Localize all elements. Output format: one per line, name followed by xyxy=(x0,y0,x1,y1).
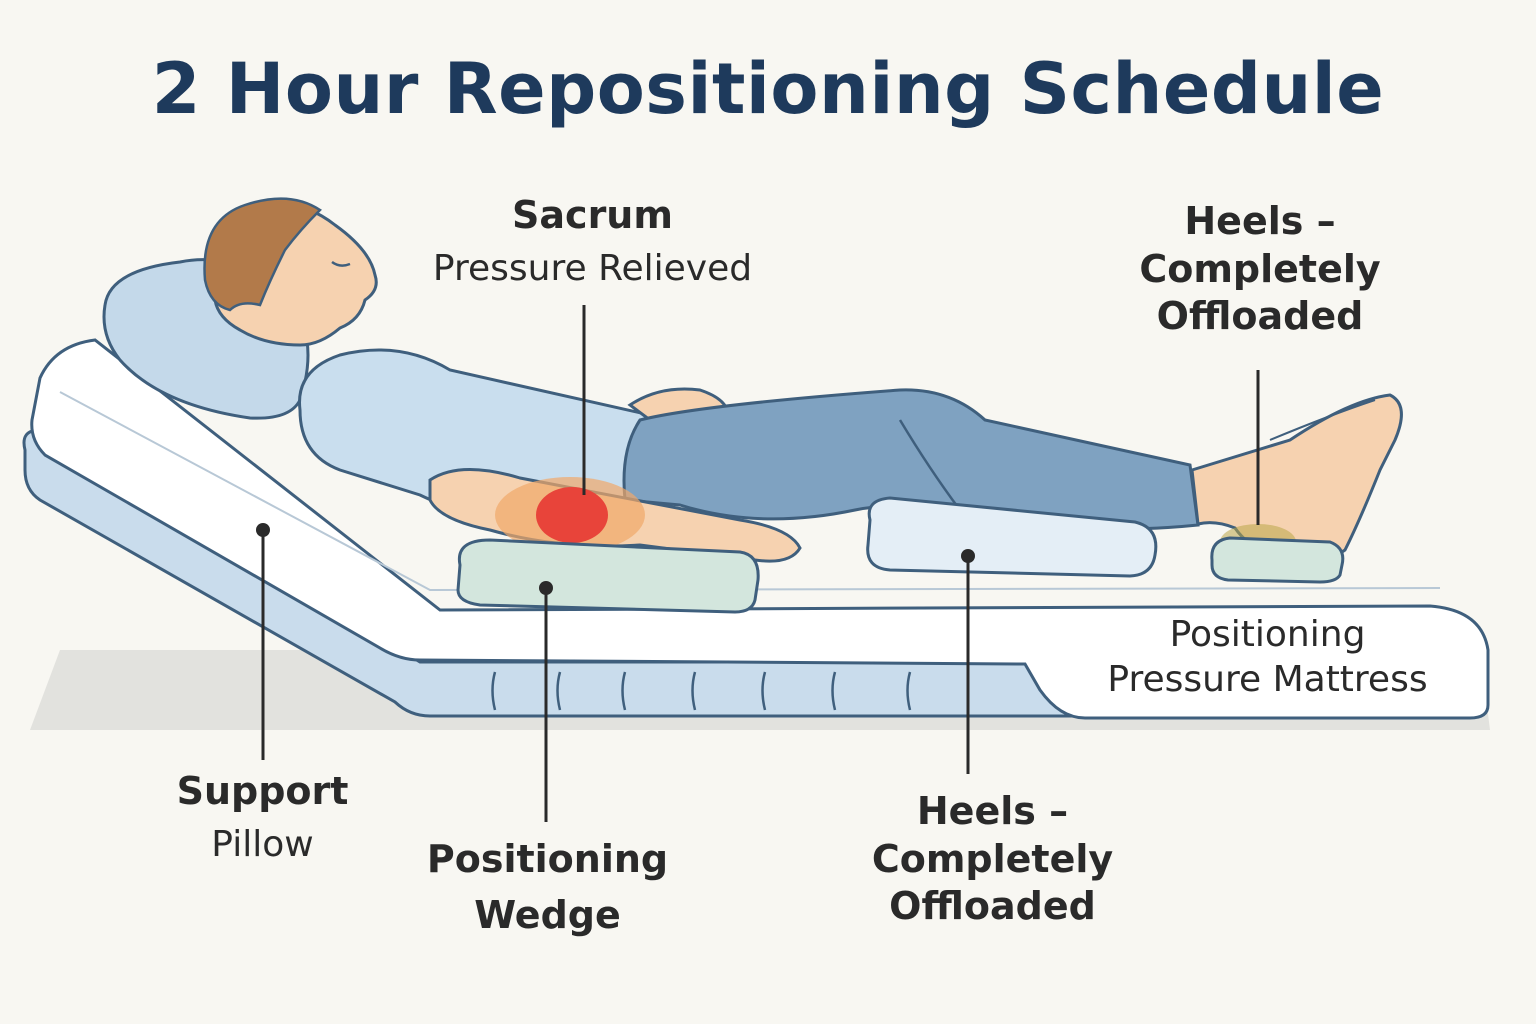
page-title: 2 Hour Repositioning Schedule xyxy=(151,48,1385,130)
positioning-wedge xyxy=(456,538,760,614)
heels-top-line2: Completely xyxy=(1139,246,1381,291)
wedge-line1: Positioning xyxy=(426,837,669,881)
heels-bottom-line3: Offloaded xyxy=(889,884,1096,928)
sacrum-label-title: Sacrum xyxy=(512,193,673,237)
patient-head xyxy=(203,197,378,347)
heels-top-line3: Offloaded xyxy=(1156,294,1364,338)
heels-bottom-line1: Heels – xyxy=(916,789,1069,833)
heels-bottom-label: Heels – Completely Offloaded xyxy=(850,788,1135,931)
support-pillow-title: Support xyxy=(176,769,349,813)
mattress-label: Positioning Pressure Mattress xyxy=(1090,612,1445,702)
support-pillow-detail: Pillow xyxy=(211,823,314,865)
heel-wedge xyxy=(1210,536,1345,584)
pressure-mattress xyxy=(30,338,1490,720)
sacrum-label: Sacrum Pressure Relieved xyxy=(420,192,765,291)
support-pillow-label: Support Pillow xyxy=(160,768,365,867)
heels-top-label: Heels – Completely Offloaded xyxy=(1110,198,1410,341)
mattress-line2: Pressure Mattress xyxy=(1107,659,1428,700)
knee-pillow xyxy=(866,496,1158,578)
heels-top-line1: Heels – xyxy=(1184,199,1336,243)
sacrum-label-detail: Pressure Relieved xyxy=(432,247,753,289)
wedge-line2: Wedge xyxy=(474,892,621,937)
heels-bottom-line2: Completely xyxy=(871,836,1114,881)
sacrum-pressure-hotspot xyxy=(536,487,608,543)
wedge-label: Positioning Wedge xyxy=(415,836,680,939)
mattress-line1: Positioning xyxy=(1169,614,1366,655)
